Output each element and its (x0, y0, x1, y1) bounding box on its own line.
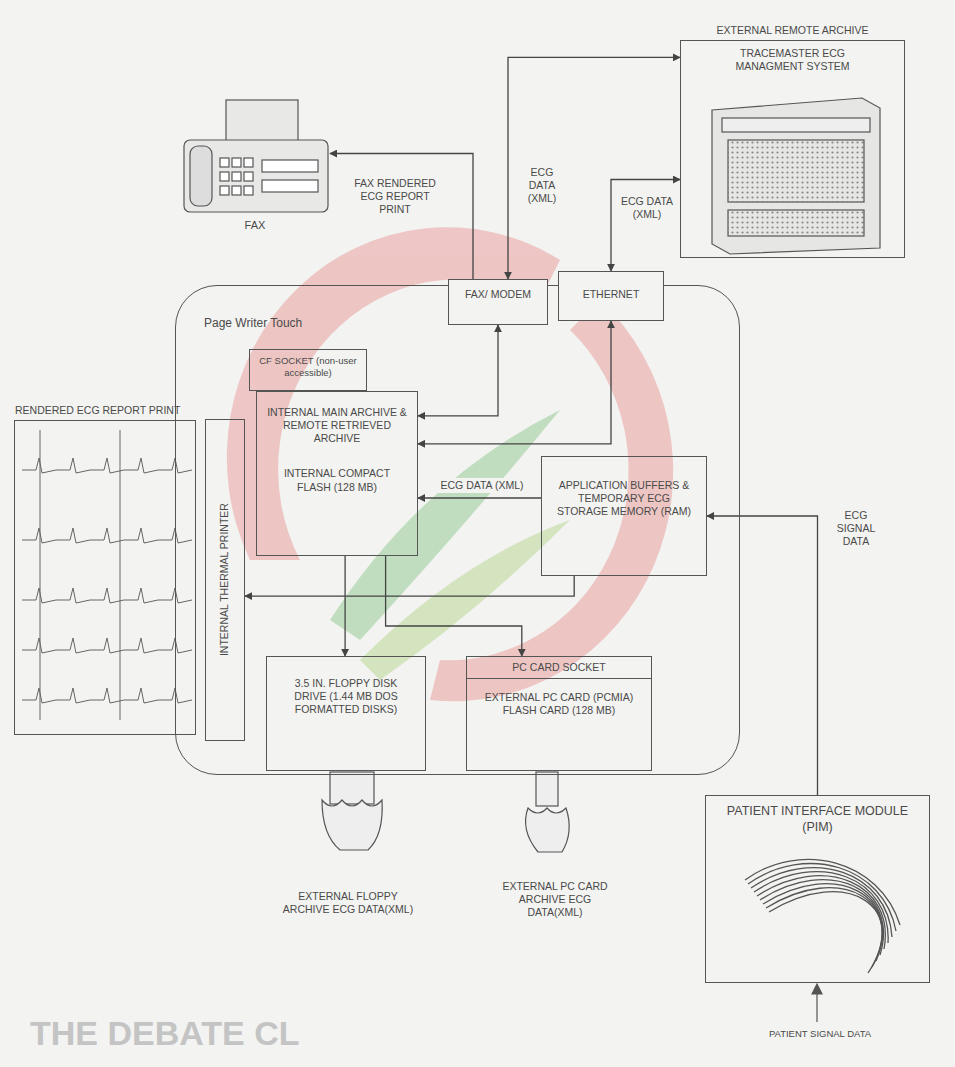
ecg-trace (22, 430, 192, 720)
annotation: EXTERNAL FLOPPY ARCHIVE ECG DATA(XML) (278, 890, 418, 916)
floppy-disk-hand (322, 772, 382, 850)
connector (418, 325, 498, 416)
lead-wire (754, 872, 888, 943)
block-box: Page Writer TouchFAX/ MODEMETHERNETCF SO… (175, 285, 740, 775)
block-box: RENDERED ECG REPORT PRINT (14, 420, 196, 735)
block-label: INTERNAL MAIN ARCHIVE & REMOTE RETRIEVED… (267, 406, 407, 445)
annotation: EXTERNAL PC CARD ARCHIVE ECG DATA(XML) (500, 880, 610, 919)
block-label: 3.5 IN. FLOPPY DISK DRIVE (1.44 MB DOS F… (279, 677, 413, 716)
connector (418, 321, 611, 444)
signal-arrow (812, 984, 822, 1022)
connector (418, 497, 541, 498)
lead-wire (748, 864, 896, 931)
block-box: APPLICATION BUFFERS & TEMPORARY ECG STOR… (541, 456, 707, 576)
watermark: THE DEBATE CL (30, 1012, 350, 1055)
block-box: INTERNAL MAIN ARCHIVE & REMOTE RETRIEVED… (256, 391, 418, 556)
block-label: APPLICATION BUFFERS & TEMPORARY ECG STOR… (556, 479, 692, 518)
block-label: INTERNAL COMPACT FLASH (128 MB) (267, 467, 407, 493)
server-icon (712, 98, 880, 254)
pc-card-hand (526, 772, 570, 852)
lead-wire (769, 892, 882, 973)
connector (611, 180, 680, 272)
lead-cables (745, 859, 900, 973)
lead-wire (763, 884, 882, 961)
block-box: PATIENT INTERFACE MODULE (PIM) (705, 795, 930, 983)
fax-machine (184, 100, 328, 212)
block-box: EXTERNAL REMOTE ARCHIVETRACEMASTER ECG M… (680, 40, 905, 258)
connector (344, 556, 345, 656)
block-box: FAX/ MODEM (448, 279, 548, 325)
connector (707, 516, 818, 795)
lead-wire (760, 880, 883, 955)
block-label: TRACEMASTER ECG MANAGMENT SYSTEM (711, 47, 874, 73)
block-label: ETHERNET (563, 288, 659, 301)
block-label: FAX (180, 219, 330, 233)
watermark-logo (227, 227, 673, 701)
connector (245, 576, 574, 596)
block-label: EXTERNAL REMOTE ARCHIVE (681, 24, 904, 41)
block-box: ETHERNET (558, 271, 664, 321)
block-label: PATIENT INTERFACE MODULE (PIM) (716, 804, 919, 835)
block-label: RENDERED ECG REPORT PRINT (15, 404, 195, 421)
lead-wire (757, 876, 885, 949)
connector (330, 154, 473, 280)
connector (386, 556, 522, 656)
connector-label: ECG DATA (XML) (514, 165, 570, 206)
block-box: PC CARD SOCKET EXTERNAL PC CARD (PCMIA) F… (466, 656, 652, 771)
block-box: 3.5 IN. FLOPPY DISK DRIVE (1.44 MB DOS F… (266, 656, 426, 771)
block-box: INTERNAL THERMAL PRINTER (205, 419, 245, 741)
block-label: PC CARD SOCKET (467, 657, 651, 679)
connector-label: ECG SIGNAL DATA (824, 508, 888, 549)
block-label: FAX/ MODEM (453, 288, 543, 301)
block-label: EXTERNAL PC CARD (PCMIA) FLASH CARD (128… (467, 691, 651, 717)
block-label: CF SOCKET (non-user accessible) (254, 355, 362, 379)
annotation: PATIENT SIGNAL DATA (740, 1028, 900, 1040)
connector-label: ECG DATA (XML) (432, 478, 532, 493)
connector-label: ECG DATA (XML) (618, 194, 676, 222)
block-box: FAX (180, 95, 330, 245)
block-label: INTERNAL THERMAL PRINTER (218, 430, 231, 730)
connector (508, 57, 680, 279)
block-box: CF SOCKET (non-user accessible) (249, 349, 367, 391)
connector-label: FAX RENDERED ECG REPORT PRINT (343, 176, 447, 217)
